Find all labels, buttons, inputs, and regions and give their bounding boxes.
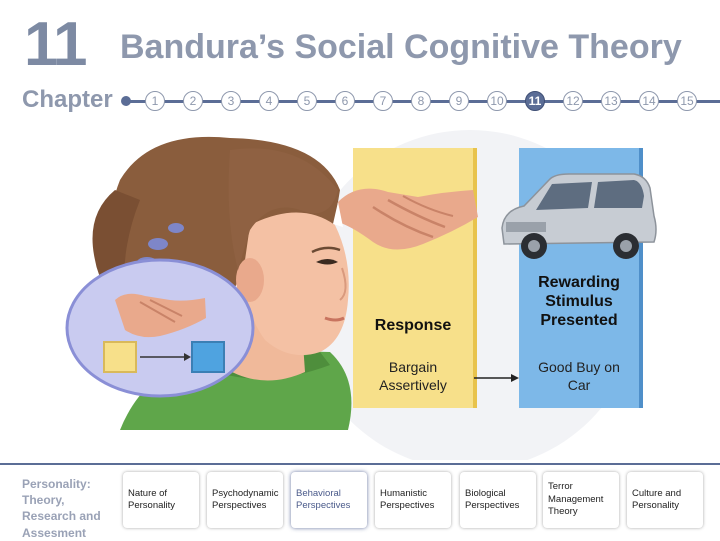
card-terror-management-theory[interactable]: Terror Management Theory bbox=[543, 472, 619, 528]
handshake-icon bbox=[115, 293, 206, 338]
book-title: Personality: Theory, Research and Assesm… bbox=[22, 477, 101, 540]
card-behavioral-perspectives[interactable]: Behavioral Perspectives bbox=[291, 472, 367, 528]
reward-description: Good Buy on Car bbox=[538, 359, 620, 394]
chapter-nav-11[interactable]: 11 bbox=[525, 91, 545, 111]
card-culture-and-personality[interactable]: Culture and Personality bbox=[627, 472, 703, 528]
arrow-right-icon bbox=[474, 374, 519, 382]
chapter-nav-13[interactable]: 13 bbox=[601, 91, 621, 111]
card-label: Behavioral Perspectives bbox=[296, 487, 351, 511]
stimulus-square bbox=[191, 341, 225, 373]
chapter-nav-14[interactable]: 14 bbox=[639, 91, 659, 111]
chapter-nav-12[interactable]: 12 bbox=[563, 91, 583, 111]
response-description: Bargain Assertively bbox=[379, 359, 447, 394]
car-icon bbox=[501, 173, 657, 259]
card-biological-perspectives[interactable]: Biological Perspectives bbox=[460, 472, 536, 528]
card-psychodynamic-perspectives[interactable]: Psychodynamic Perspectives bbox=[207, 472, 283, 528]
handshake-icon bbox=[333, 188, 478, 250]
chapter-nav-5[interactable]: 5 bbox=[297, 91, 317, 111]
chapter-nav-2[interactable]: 2 bbox=[183, 91, 203, 111]
footer-divider bbox=[0, 463, 720, 465]
card-label: Biological Perspectives bbox=[465, 487, 520, 511]
chapter-nav-4[interactable]: 4 bbox=[259, 91, 279, 111]
chapter-label: Chapter bbox=[22, 86, 113, 113]
card-label: Terror Management Theory bbox=[548, 481, 604, 518]
response-square bbox=[103, 341, 137, 373]
chapter-nav-10[interactable]: 10 bbox=[487, 91, 507, 111]
card-nature-of-personality[interactable]: Nature of Personality bbox=[123, 472, 199, 528]
chapter-nav-7[interactable]: 7 bbox=[373, 91, 393, 111]
card-humanistic-perspectives[interactable]: Humanistic Perspectives bbox=[375, 472, 451, 528]
chapter-nav-15[interactable]: 15 bbox=[677, 91, 697, 111]
card-label: Culture and Personality bbox=[632, 487, 682, 511]
chapter-nav-3[interactable]: 3 bbox=[221, 91, 241, 111]
card-label: Psychodynamic Perspectives bbox=[212, 487, 279, 511]
chapter-nav-1[interactable]: 1 bbox=[145, 91, 165, 111]
chapter-nav-9[interactable]: 9 bbox=[449, 91, 469, 111]
chapter-nav-6[interactable]: 6 bbox=[335, 91, 355, 111]
chapter-nav-start-dot bbox=[121, 96, 131, 106]
page-title: Bandura’s Social Cognitive Theory bbox=[120, 28, 682, 66]
reward-label: Rewarding Stimulus Presented bbox=[538, 274, 620, 330]
card-label: Nature of Personality bbox=[128, 487, 175, 511]
response-label: Response bbox=[374, 317, 452, 334]
card-label: Humanistic Perspectives bbox=[380, 487, 435, 511]
chapter-nav-8[interactable]: 8 bbox=[411, 91, 431, 111]
arrow-right-icon bbox=[140, 353, 191, 361]
chapter-number: 11 bbox=[24, 10, 88, 79]
